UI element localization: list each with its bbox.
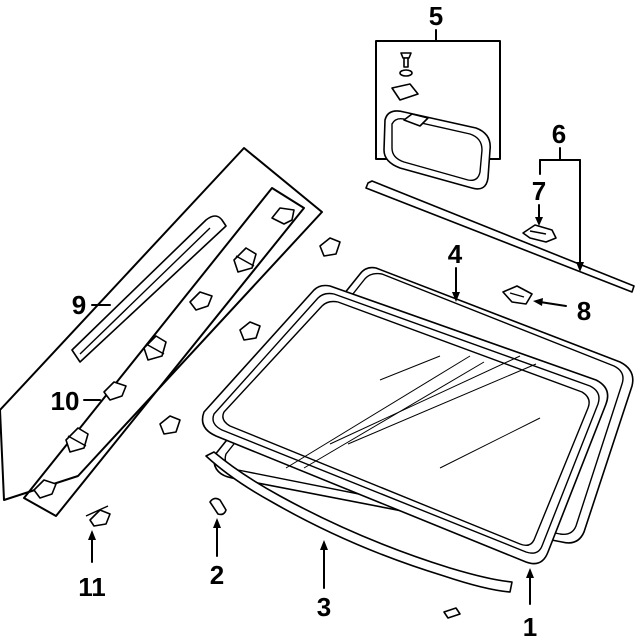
callout-3: 3 [317, 592, 331, 622]
roof-molding-strip [365, 180, 635, 293]
mirror-mount-icon [391, 83, 419, 101]
clip-tray [23, 187, 305, 517]
rear-view-mirror-icon [383, 110, 492, 190]
molding-clip-icons [33, 207, 295, 499]
callout-11: 11 [78, 572, 106, 602]
clip-7-icon [522, 224, 557, 243]
callout-8: 8 [577, 296, 591, 326]
molding-kit-box [0, 147, 323, 501]
glass-clip-icons [85, 237, 341, 527]
callout-1: 1 [523, 612, 537, 642]
callout-2: 2 [210, 560, 224, 590]
mirror-screw-icon [399, 52, 413, 77]
spacer-icon [443, 607, 461, 619]
callout-7: 7 [532, 176, 546, 206]
callout-9: 9 [72, 290, 86, 320]
windshield-glass [201, 266, 634, 565]
side-molding-strip [71, 215, 227, 363]
leader-8 [539, 301, 567, 307]
callout-4: 4 [448, 239, 463, 269]
callout-10: 10 [51, 386, 80, 416]
callout-5: 5 [429, 1, 443, 31]
spacer-2-icon [209, 497, 227, 516]
lower-molding-strip [205, 451, 513, 593]
callout-6: 6 [552, 119, 566, 149]
